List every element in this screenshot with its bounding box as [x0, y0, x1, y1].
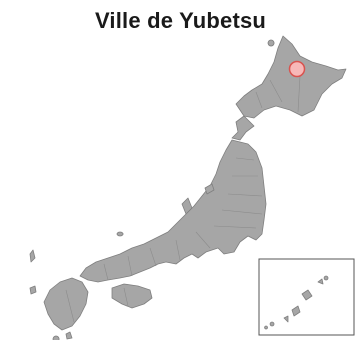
- prefecture-borders: [65, 75, 301, 323]
- tsushima: [29, 249, 36, 263]
- honshu: [79, 139, 267, 283]
- yakushima: [52, 335, 60, 340]
- ryukyu-islands: [264, 275, 329, 330]
- map-title: Ville de Yubetsu: [94, 8, 267, 33]
- kyushu: [43, 277, 89, 331]
- location-marker: [288, 60, 306, 78]
- hokkaido: [235, 35, 347, 119]
- oki-islands: [116, 231, 124, 237]
- tanegashima: [65, 331, 73, 340]
- shikoku: [111, 283, 153, 309]
- sado-island: [204, 183, 215, 195]
- hokkaido-southwest-peninsula: [231, 115, 255, 141]
- goto-islands: [29, 285, 37, 295]
- rishiri-island: [267, 39, 275, 47]
- noto-peninsula: [181, 197, 193, 215]
